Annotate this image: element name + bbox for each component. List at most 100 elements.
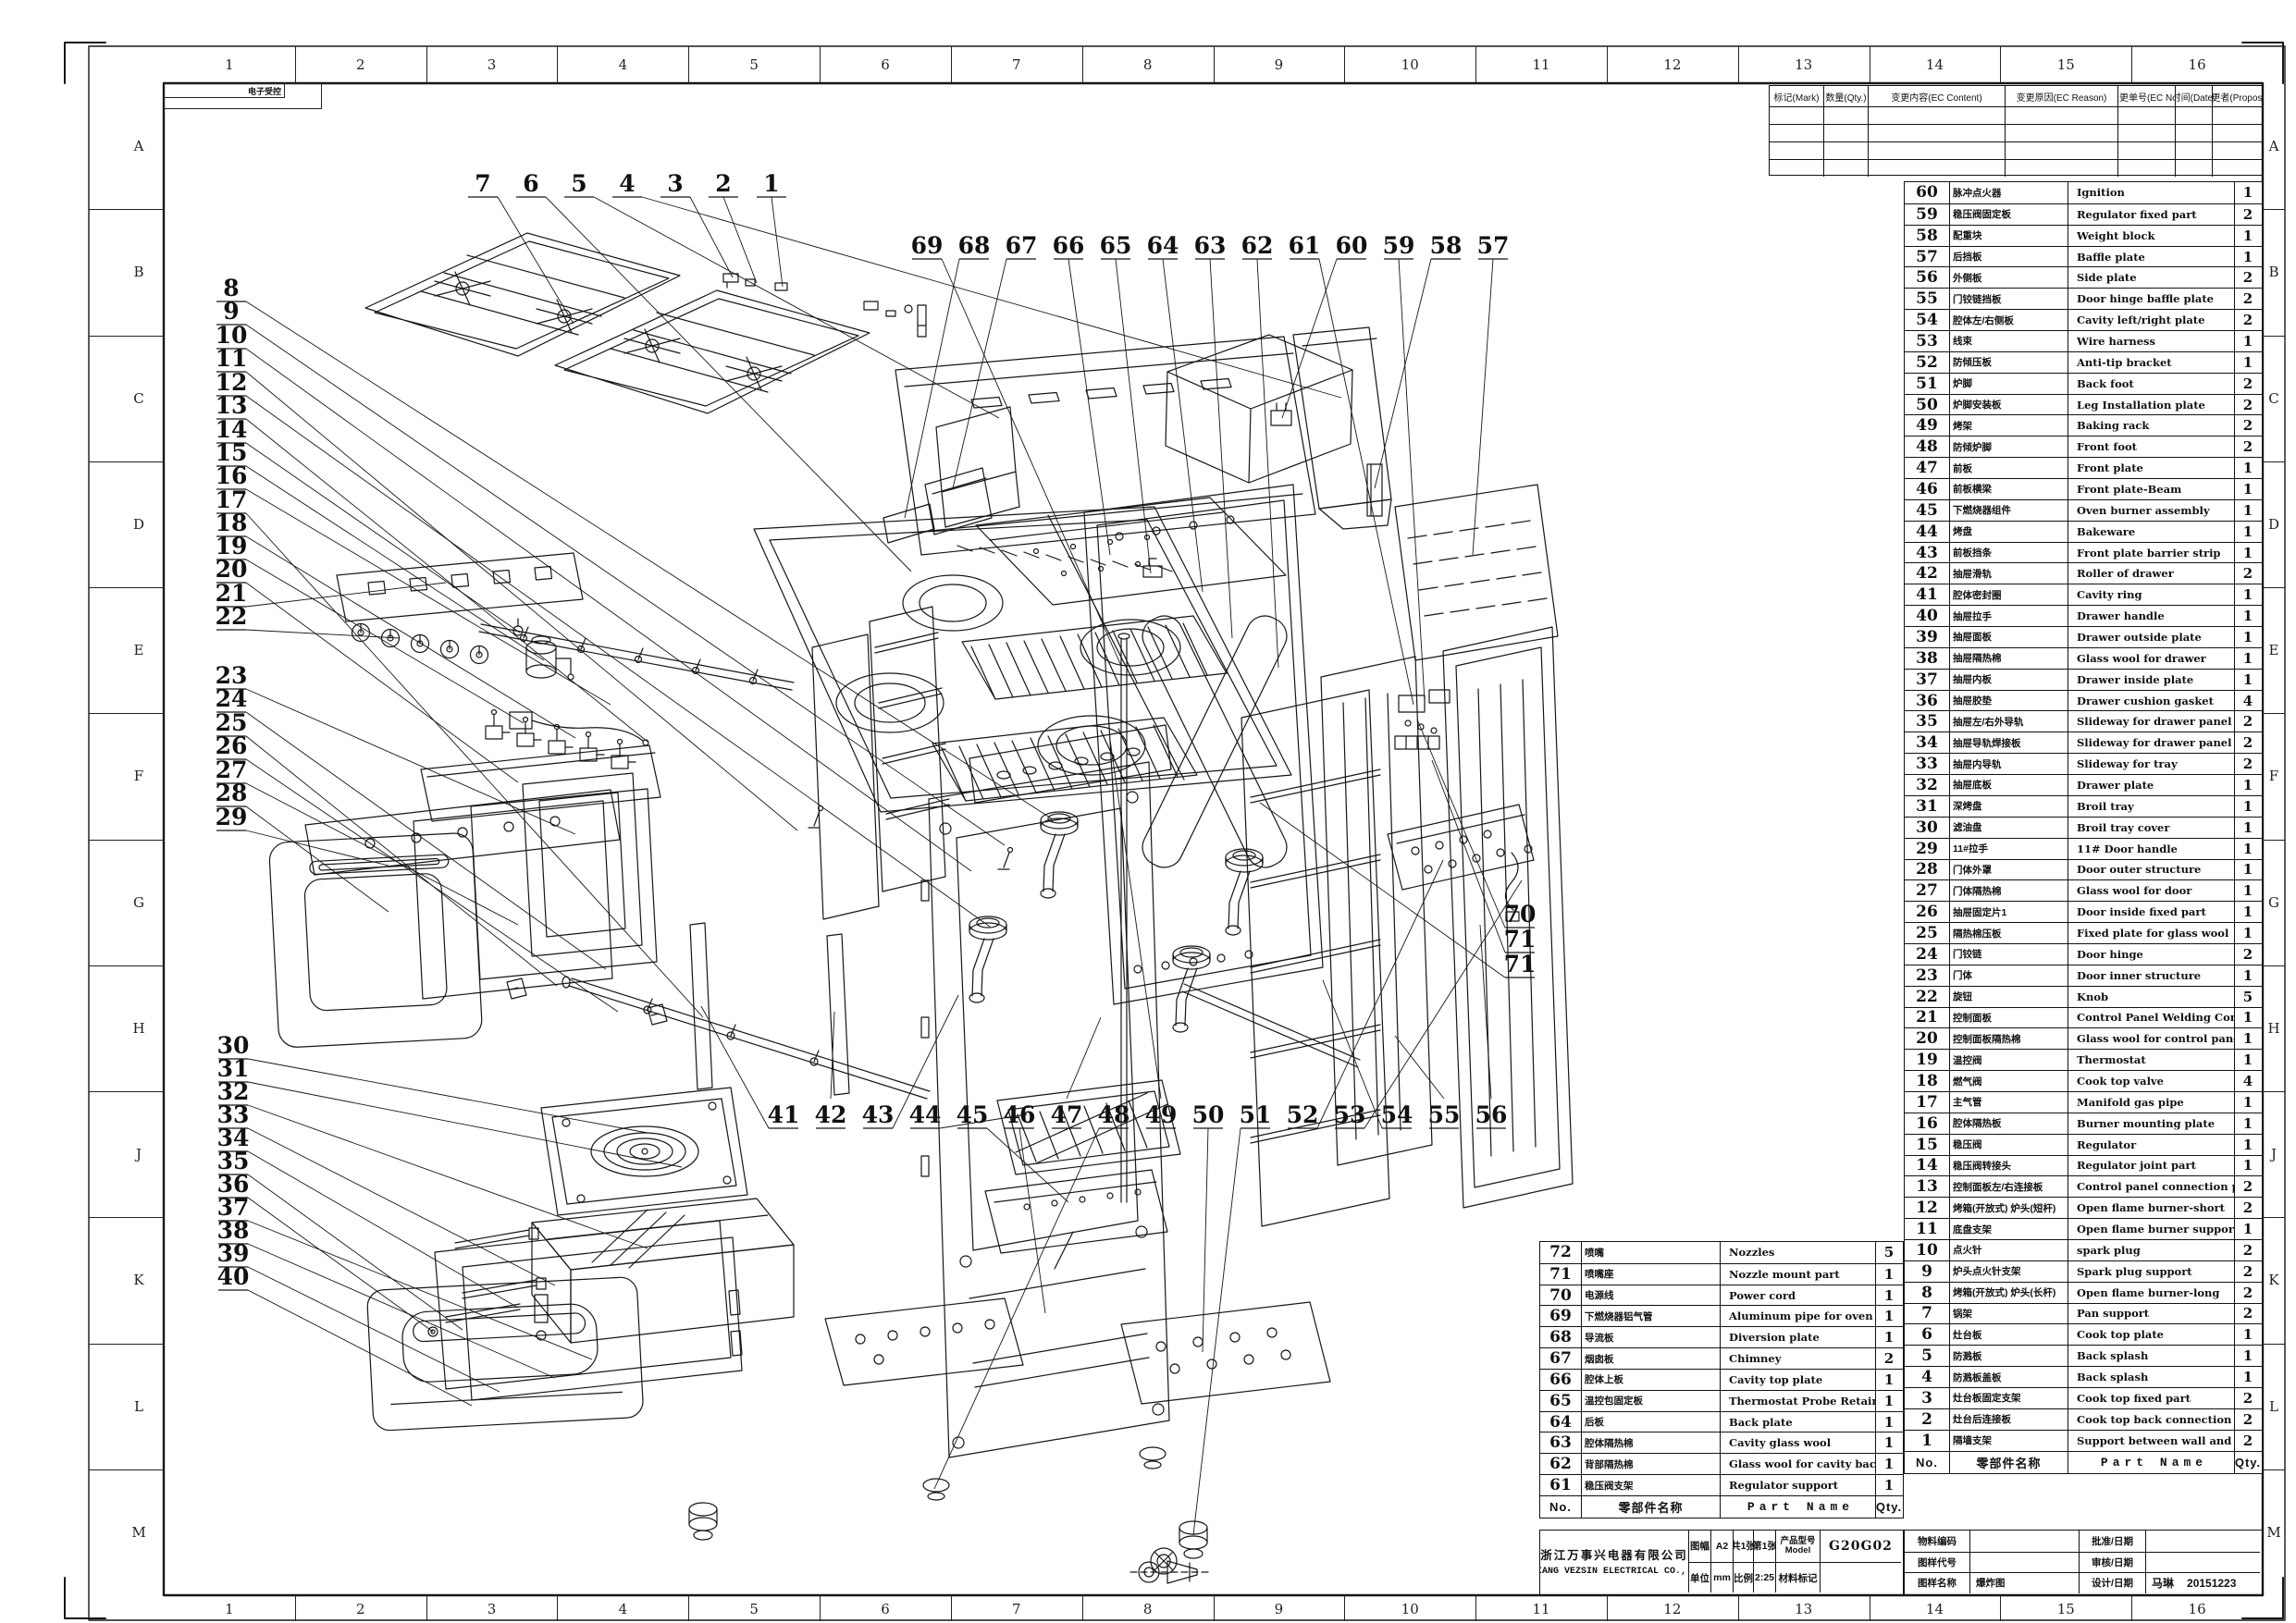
ecn-header-0: 标记(Mark) [1773,92,1820,104]
zone-letter-C-right: C [2268,389,2279,407]
zone-letter-L-right: L [2269,1397,2278,1415]
svg-text:14: 14 [216,416,248,443]
bom-qty: 5 [1875,1242,1902,1263]
bom-qty: 1 [2234,669,2261,690]
ecn-cell [1823,107,1868,124]
zone-tick [89,587,164,588]
svg-text:47: 47 [1051,1101,1083,1128]
bom-name-cn: 炉脚 [1949,373,2068,394]
bom-name-cn: 导流板 [1581,1327,1720,1348]
diversion-plate [883,503,935,544]
bom-header: No. [1549,1500,1572,1515]
zone-letter-M-right: M [2266,1523,2281,1541]
zone-letter-F-left: F [133,768,144,785]
bom-name-en: Regulator [2068,1134,2234,1155]
callout-42: 42 [815,1011,846,1129]
bom-name-cn: 烟囱板 [1581,1348,1720,1369]
bom-name-cn: 滤油盘 [1949,817,2068,838]
bom-name-cn: 门铰链挡板 [1949,289,2068,310]
callout-46: 46 [1004,1101,1046,1314]
zone-tick [1606,46,1608,83]
front-frame [920,761,1170,1458]
zone-letter-A-left: A [133,138,144,155]
bom-name-en: Back splash [2068,1346,2234,1367]
ecn-header-1: 数量(Qty.) [1823,86,1868,106]
bom-qty: 5 [2234,986,2261,1007]
bom-name-cn: 稳压阀 [1949,1134,2068,1155]
zone-tick [820,46,821,83]
leg-installation-plates [824,1297,1331,1405]
bom-qty: 2 [2234,1430,2261,1451]
scale-label: 比例 [1733,1561,1753,1593]
bom-name-cn: 防溅板 [1949,1346,2068,1367]
bom-no: 53 [1916,331,1938,350]
zone-tick [1081,46,1083,83]
bom-name-cn: 线束 [1949,331,2068,351]
svg-text:57: 57 [1477,232,1510,259]
bom-header: 零部件名称 [1581,1495,1720,1518]
projection-symbol [1129,1560,1211,1584]
bom-no: 67 [1549,1349,1572,1369]
svg-text:43: 43 [862,1101,895,1128]
zone-tick [89,1217,164,1219]
bom-qty: 1 [2234,1155,2261,1176]
bom-name-cn: 喷嘴 [1581,1242,1720,1263]
bom-name-en: Back plate [1720,1411,1875,1432]
bom-name-cn: 抽屉胶垫 [1949,690,2068,711]
bom-no: 69 [1549,1307,1572,1326]
cooktop-plate [753,506,1292,813]
zone-tick [2263,965,2285,966]
bom-name-en: Fixed plate for glass wool [2068,923,2234,943]
svg-text:58: 58 [1430,232,1463,259]
bom-qty: 2 [1875,1348,1902,1369]
zone-letter-G-left: G [133,893,144,911]
svg-text:44: 44 [909,1101,942,1128]
svg-text:49: 49 [1145,1101,1178,1128]
bom-name-en: Slideway for drawer panel [2068,732,2234,754]
bom-name-cn: 燃气阀 [1949,1071,2068,1091]
svg-text:24: 24 [216,685,248,712]
callout-1: 1 [757,170,786,288]
design-value: 马琳 20151223 [2145,1572,2260,1593]
bom-qty: 2 [2234,415,2261,436]
zone-letter-H-right: H [2267,1019,2280,1037]
bom-name-cn: 锅架 [1949,1303,2068,1324]
bom-qty: 1 [2234,1091,2261,1113]
bom-name-cn: 配重块 [1949,225,2068,246]
bom-name-cn: 稳压阀转接头 [1949,1155,2068,1176]
zone-tick [950,1595,952,1621]
svg-text:4: 4 [619,170,635,197]
bom-header: 零部件名称 [1949,1451,2068,1474]
ecn-cell [1770,160,1823,177]
bom-no: 65 [1549,1391,1572,1410]
anti-tip-bracket [1387,804,1535,891]
callout-43: 43 [862,994,959,1129]
zone-number-15-top: 15 [2056,56,2075,73]
callout-51: 51 [1192,1101,1271,1536]
bom-qty: 1 [2234,923,2261,943]
drawer-gasket [427,1326,438,1337]
ecn-revision-table: 标记(Mark)数量(Qty.)变更内容(EC Content)变更原因(EC … [1769,85,2263,177]
bom-name-en: Nozzle mount part [1720,1263,1875,1285]
callout-12: 12 [216,369,991,928]
bom-name-cn: 抽屉隔热棉 [1949,647,2068,669]
bom-qty: 1 [2234,499,2261,521]
callout-27: 27 [216,756,519,926]
ecn-cell [2212,142,2263,159]
bom-qty: 1 [1875,1285,1902,1306]
bom-name-en: Nozzles [1720,1242,1875,1263]
bom-qty: 1 [2234,965,2261,986]
